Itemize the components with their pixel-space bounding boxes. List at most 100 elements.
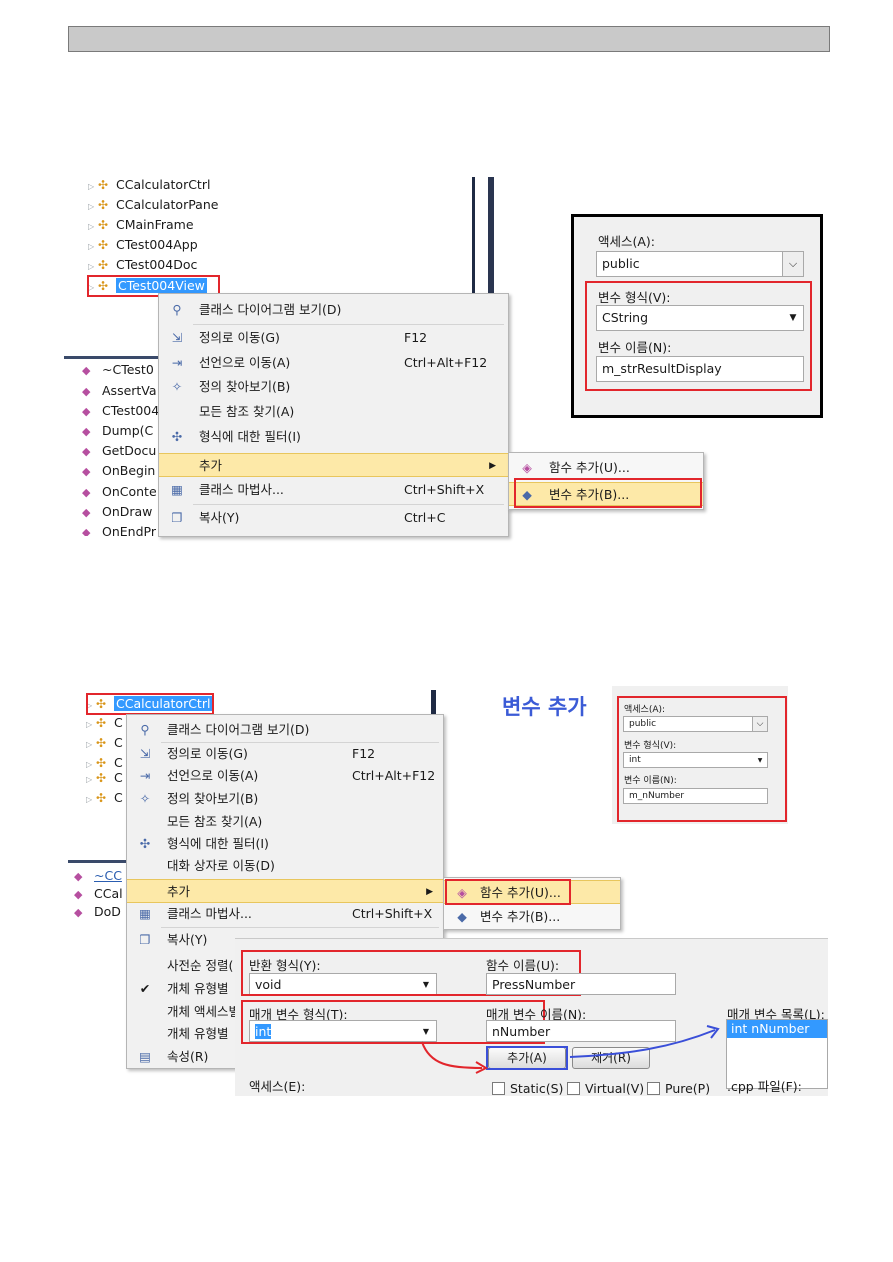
member-item[interactable]: ◆GetDocu [82,441,156,461]
type-combo[interactable]: CString▼ [596,305,804,331]
add-button[interactable]: 추가(A) [488,1047,566,1069]
highlight-box [87,275,220,297]
dropdown-arrow-icon[interactable]: ⌵ [752,717,767,731]
member-item[interactable]: ◆OnConte [82,482,157,502]
virtual-checkbox[interactable]: Virtual(V) [567,1081,644,1096]
menu-item-find-references[interactable]: 모든 참조 찾기(A) [167,814,263,829]
menu-item-browse-definition[interactable]: ✧정의 찾아보기(B) [159,375,508,399]
tree-item[interactable]: ▷✣CMainFrame [88,215,194,235]
method-icon: ◆ [82,486,91,499]
member-item[interactable]: ◆AssertVa [82,381,157,401]
menu-item-find-references[interactable]: 모든 참조 찾기(A) [199,404,295,419]
menu-item-properties[interactable]: ▤속성(R) [127,1045,443,1069]
menu-item-go-to-definition[interactable]: ⇲정의로 이동(G)F12 [127,742,443,766]
param-list-item[interactable]: int nNumber [727,1020,827,1038]
menu-item-go-to-declaration[interactable]: ⇥선언으로 이동(A)Ctrl+Alt+F12 [159,351,508,375]
member-item[interactable]: ◆Dump(C [82,421,153,441]
tree-item-selected[interactable]: ▷✣CTest004View [88,276,207,296]
tree-item[interactable]: ▷✣C [86,788,123,808]
menu-item-copy[interactable]: ❐복사(Y)Ctrl+C [159,506,508,530]
menu-item-go-to-dialog[interactable]: 대화 상자로 이동(D) [167,858,275,873]
menu-item-filter-type[interactable]: ✣형식에 대한 필터(I) [159,425,508,449]
dropdown-arrow-icon[interactable]: ⌵ [782,252,803,276]
add-submenu: ◈함수 추가(U)... ◆변수 추가(B)... [508,452,704,510]
add-variable-dialog: 액세스(A): public⌵ 변수 형식(V): CString▼ 변수 이름… [571,214,823,418]
menu-item-browse-definition[interactable]: ✧정의 찾아보기(B) [127,787,443,811]
member-item[interactable]: ◆CTest004 [82,401,159,421]
submenu-item-add-variable[interactable]: ◆변수 추가(B)... [509,482,703,506]
name-input[interactable]: m_strResultDisplay [596,356,804,382]
tree-item[interactable]: ▷✣CCalculatorCtrl [88,175,210,195]
member-item[interactable]: ◆CCal [74,884,123,904]
tree-item[interactable]: ▷✣C [86,713,123,733]
menu-item-filter-type[interactable]: ✣형식에 대한 필터(I) [127,832,443,856]
access-combo[interactable]: public⌵ [596,251,804,277]
menu-item-class-wizard[interactable]: ▦클래스 마법사...Ctrl+Shift+X [159,478,508,502]
menu-item-go-to-definition[interactable]: ⇲정의로 이동(G)F12 [159,326,508,350]
menu-item-go-to-declaration[interactable]: ⇥선언으로 이동(A)Ctrl+Alt+F12 [127,764,443,788]
menu-item-group-access[interactable]: 개체 액세스별 [167,1004,240,1019]
dropdown-arrow-icon[interactable]: ▼ [422,980,430,989]
method-icon: ◆ [82,385,91,398]
menu-item-group-type[interactable]: ✔개체 유형별 [127,977,443,1001]
menu-item-class-diagram[interactable]: ⚲클래스 다이어그램 보기(D) [127,718,443,742]
class-icon: ✣ [96,756,107,770]
expand-icon[interactable]: ▷ [86,760,93,769]
tree-item[interactable]: ▷✣C [86,753,123,773]
member-item[interactable]: ◆DoD [74,902,121,922]
param-type-combo[interactable]: int▼ [249,1020,437,1042]
highlight-box [514,478,702,508]
menu-item-group-type-2[interactable]: 개체 유형별 [167,1026,229,1041]
member-item[interactable]: ◆~CTest0 [82,360,154,380]
section1-screenshot [64,172,712,538]
method-icon: ◆ [74,888,83,901]
member-item[interactable]: ◆OnBegin [82,461,155,481]
tree-item[interactable]: ▷✣CCalculatorPane [88,195,218,215]
context-menu: ⚲클래스 다이어그램 보기(D) ⇲정의로 이동(G)F12 ⇥선언으로 이동(… [158,293,509,537]
tree-item-selected[interactable]: ▷✣CCalculatorCtrl [86,694,213,714]
submenu-item-add-variable[interactable]: ◆변수 추가(B)... [444,905,620,929]
access-combo[interactable]: public⌵ [623,716,768,732]
expand-icon[interactable]: ▷ [88,242,95,251]
member-item[interactable]: ◆OnEndPr [82,522,156,536]
filter-icon: ✣ [139,836,151,851]
tree-item[interactable]: ▷✣CTest004Doc [88,255,197,275]
expand-icon[interactable]: ▷ [88,262,95,271]
dropdown-arrow-icon[interactable]: ▼ [789,313,797,323]
dropdown-arrow-icon[interactable]: ▼ [757,757,763,764]
blue-arrow [569,1029,716,1058]
expand-icon[interactable]: ▷ [86,775,93,784]
tree-item[interactable]: ▷✣C [86,733,123,753]
expand-icon[interactable]: ▷ [88,222,95,231]
dropdown-arrow-icon[interactable]: ▼ [422,1027,430,1036]
variable-icon: ◆ [457,909,467,924]
function-name-input[interactable]: PressNumber [486,973,676,995]
name-input[interactable]: m_nNumber [623,788,768,804]
goto-decl-icon: ⇥ [139,768,151,783]
expand-icon[interactable]: ▷ [88,283,95,292]
menu-item-class-diagram[interactable]: ⚲클래스 다이어그램 보기(D) [159,298,508,322]
param-name-input[interactable]: nNumber [486,1020,676,1042]
expand-icon[interactable]: ▷ [86,720,93,729]
expand-icon[interactable]: ▷ [88,182,95,191]
expand-icon[interactable]: ▷ [86,795,93,804]
expand-icon[interactable]: ▷ [88,202,95,211]
member-item[interactable]: ◆~CC [74,866,122,886]
type-combo[interactable]: int▼ [623,752,768,768]
static-checkbox[interactable]: Static(S) [492,1081,563,1096]
name-label: 변수 이름(N): [624,776,677,786]
pure-checkbox[interactable]: Pure(P) [647,1081,710,1096]
tree-item[interactable]: ▷✣C [86,768,123,788]
menu-item-add[interactable]: 추가▶ [159,453,508,477]
member-item[interactable]: ◆OnDraw [82,502,152,522]
expand-icon[interactable]: ▷ [86,740,93,749]
menu-item-sort-alpha[interactable]: 사전순 정렬( [167,958,234,973]
tree-item[interactable]: ▷✣CTest004App [88,235,198,255]
class-icon: ✣ [96,791,107,805]
submenu-item-add-function[interactable]: ◈함수 추가(U)... [509,456,703,480]
menu-item-add[interactable]: 추가▶ [127,879,443,903]
menu-item-copy[interactable]: ❐복사(Y) [127,928,443,952]
menu-item-class-wizard[interactable]: ▦클래스 마법사...Ctrl+Shift+X [127,902,443,926]
param-listbox[interactable]: int nNumber [726,1019,828,1089]
expand-icon[interactable]: ▷ [86,701,93,710]
